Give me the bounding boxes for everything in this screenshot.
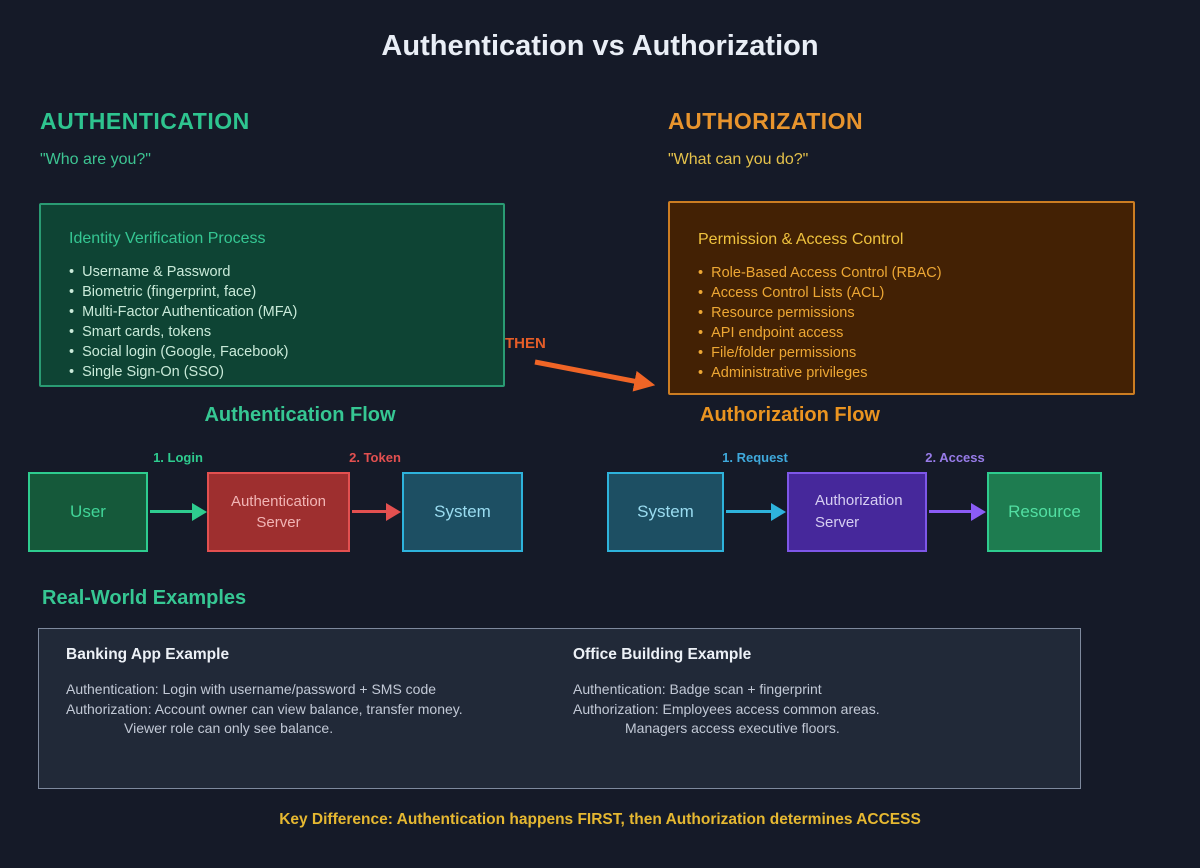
then-arrow-icon (534, 359, 656, 392)
authorization-flow-heading: Authorization Flow (700, 404, 880, 426)
office-example-title: Office Building Example (573, 646, 752, 663)
list-item: Biometric (fingerprint, face) (69, 282, 475, 302)
example-line: Authentication: Badge scan + fingerprint (573, 681, 822, 697)
identity-panel-list: Username & Password Biometric (fingerpri… (69, 262, 475, 382)
step-label-login: 1. Login (153, 450, 203, 465)
examples-heading: Real-World Examples (42, 587, 247, 609)
permission-panel-list: Role-Based Access Control (RBAC) Access … (698, 263, 1105, 383)
authentication-question: "Who are you?" (40, 151, 151, 168)
authentication-flow-heading: Authentication Flow (204, 404, 396, 426)
list-item: Role-Based Access Control (RBAC) (698, 263, 1105, 283)
flow-node-authentication-server: Authentication Server (207, 472, 350, 552)
list-item: API endpoint access (698, 323, 1105, 343)
list-item: File/folder permissions (698, 343, 1105, 363)
flow-node-system-right: System (607, 472, 724, 552)
list-item: Resource permissions (698, 303, 1105, 323)
request-arrow-icon (726, 510, 771, 513)
office-example: Office Building Example Authentication: … (573, 646, 1043, 739)
step-label-token: 2. Token (349, 450, 401, 465)
permission-access-panel: Permission & Access Control Role-Based A… (668, 201, 1135, 395)
banking-example-title: Banking App Example (66, 646, 230, 663)
list-item: Access Control Lists (ACL) (698, 283, 1105, 303)
login-arrow-icon (150, 510, 192, 513)
list-item: Single Sign-On (SSO) (69, 362, 475, 382)
examples-panel (38, 628, 1081, 789)
example-line: Viewer role can only see balance. (124, 720, 334, 736)
identity-panel-title: Identity Verification Process (69, 230, 266, 247)
page-title: Authentication vs Authorization (381, 30, 819, 62)
list-item: Multi-Factor Authentication (MFA) (69, 302, 475, 322)
list-item: Username & Password (69, 262, 475, 282)
permission-panel-title: Permission & Access Control (698, 231, 904, 248)
authentication-heading: AUTHENTICATION (40, 108, 250, 134)
banking-example: Banking App Example Authentication: Logi… (66, 646, 536, 739)
token-arrow-icon (352, 510, 386, 513)
example-line: Authentication: Login with username/pass… (66, 681, 437, 697)
example-line: Authorization: Account owner can view ba… (66, 700, 463, 717)
flow-node-resource: Resource (987, 472, 1102, 552)
access-arrow-icon (929, 510, 971, 513)
example-line: Managers access executive floors. (625, 720, 840, 736)
step-label-request: 1. Request (722, 450, 788, 465)
flow-node-authorization-server: Authorization Server (787, 472, 927, 552)
list-item: Administrative privileges (698, 363, 1105, 383)
authorization-heading: AUTHORIZATION (668, 108, 864, 134)
example-line: Authorization: Employees access common a… (573, 700, 880, 717)
then-label: THEN (505, 335, 546, 352)
list-item: Social login (Google, Facebook) (69, 342, 475, 362)
identity-verification-panel: Identity Verification Process Username &… (39, 203, 505, 387)
step-label-access: 2. Access (925, 450, 985, 465)
list-item: Smart cards, tokens (69, 322, 475, 342)
key-difference-note: Key Difference: Authentication happens F… (279, 811, 921, 828)
flow-node-user: User (28, 472, 148, 552)
authorization-question: "What can you do?" (668, 151, 809, 168)
flow-node-system-left: System (402, 472, 523, 552)
